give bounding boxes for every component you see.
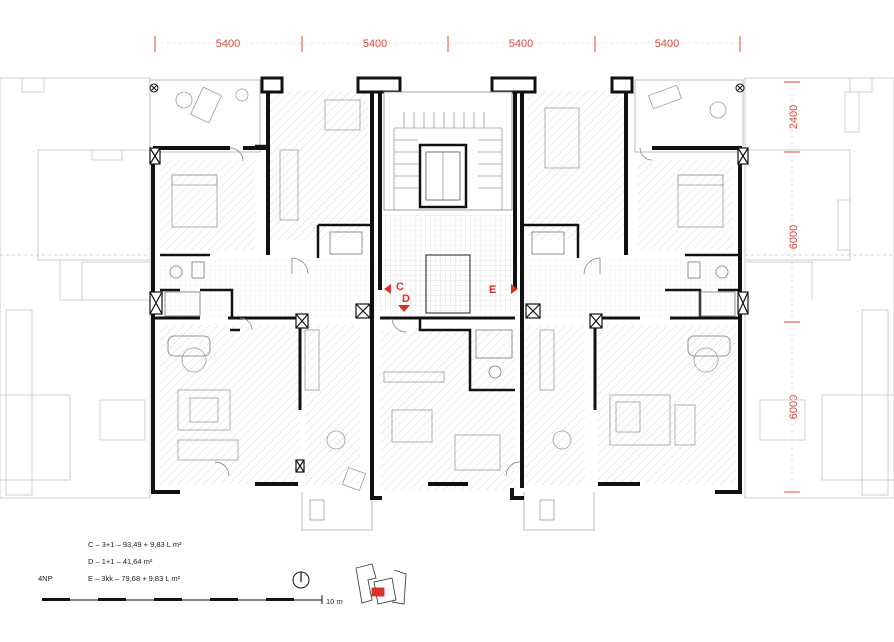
dimension-label-top-1: 5400: [216, 38, 240, 50]
scale-label: 10 m: [326, 597, 343, 606]
dimension-label-right-3: 6000: [788, 395, 800, 419]
shaft-symbols: [149, 147, 749, 473]
entrance-label-c: C: [396, 281, 404, 293]
furniture: [171, 84, 727, 521]
dimension-label-top-3: 5400: [509, 38, 533, 50]
legend-item-e: E – 3kk – 79,68 + 9,83 L m²: [88, 574, 181, 583]
structural-walls: [151, 76, 742, 500]
legend-item-d: D – 1+1 – 41,64 m²: [88, 557, 153, 566]
legend-item-c: C – 3+1 – 93,49 + 9,83 L m²: [88, 540, 182, 549]
right-dimension-line: 2400 6000 6000: [784, 81, 800, 493]
balconies: [149, 79, 744, 531]
dimension-label-right-1: 2400: [788, 105, 800, 129]
entrance-marker-e: E: [489, 284, 518, 296]
entrance-label-d: D: [402, 293, 410, 305]
floor-label: 4NP: [38, 574, 53, 583]
dimension-label-right-2: 6000: [788, 225, 800, 249]
key-plan-icon: [355, 563, 407, 605]
entrance-marker-d: D: [398, 293, 410, 312]
door-swings: [214, 147, 653, 477]
dimension-label-top-4: 5400: [655, 38, 679, 50]
downpipe-symbols: [149, 83, 745, 93]
sanitary-fixtures: [164, 231, 736, 379]
top-dimension-line: 5400 5400 5400 5400: [154, 36, 741, 52]
stair-core: [383, 91, 513, 314]
adjacent-building-outline: [0, 77, 894, 499]
entrance-label-e: E: [489, 284, 496, 296]
entrance-marker-c: C: [384, 281, 404, 294]
dimension-label-top-2: 5400: [363, 38, 387, 50]
scale-bar: [42, 595, 323, 604]
unit-legend: C – 3+1 – 93,49 + 9,83 L m² D – 1+1 – 41…: [88, 536, 182, 587]
north-arrow-icon: [292, 571, 310, 589]
